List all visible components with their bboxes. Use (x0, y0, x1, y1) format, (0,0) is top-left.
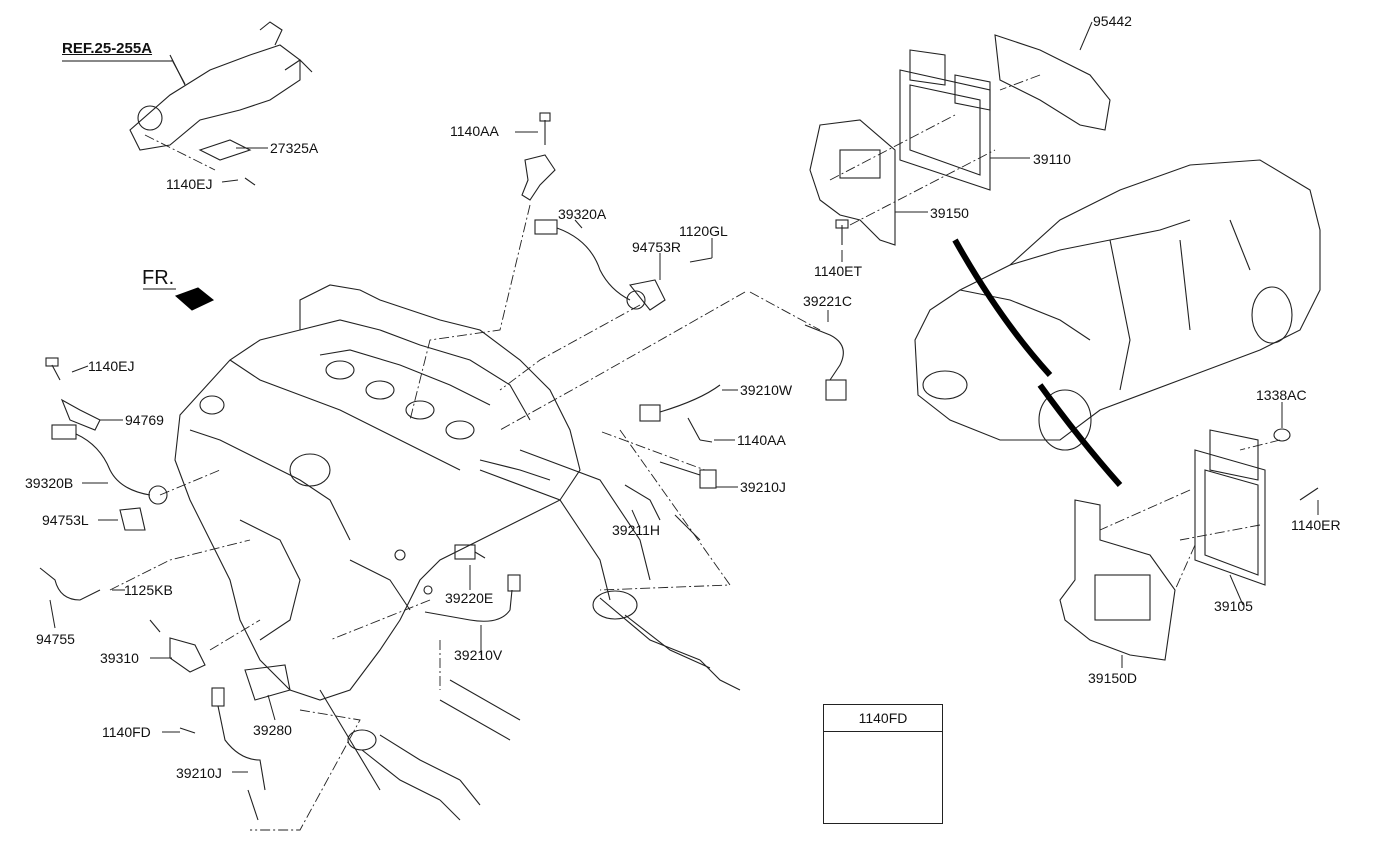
part-label-27325A: 27325A (270, 140, 319, 156)
vehicle-drawing (914, 159, 1321, 451)
leader-lines (49, 21, 1319, 773)
part-label-1120GL: 1120GL (679, 223, 728, 239)
part-label-39110: 39110 (1033, 151, 1071, 167)
part-label-1338AC: 1338AC (1256, 387, 1307, 403)
part-label-39280: 39280 (253, 722, 292, 738)
ecu-module-39105-drawing (1194, 429, 1266, 586)
part-label-39150D: 39150D (1088, 670, 1138, 686)
bracket-95442-drawing (994, 34, 1111, 131)
part-label-39210J-bottom: 39210J (176, 765, 222, 781)
part-label-1125KB: 1125KB (124, 582, 173, 598)
part-label-1140FD: 1140FD (102, 724, 151, 740)
ref-label: REF.25-255A (62, 40, 153, 57)
part-label-1140EJ-top: 1140EJ (166, 176, 213, 192)
part-label-1140AA-mid: 1140AA (737, 432, 786, 448)
part-label-95442: 95442 (1093, 13, 1132, 29)
engine-block-drawing (174, 284, 581, 701)
part-label-39150: 39150 (930, 205, 969, 221)
detail-inset-title: 1140FD (824, 705, 942, 732)
part-label-1140ET: 1140ET (814, 263, 862, 279)
part-label-94755: 94755 (36, 631, 75, 647)
bracket-39150-drawing (809, 119, 896, 246)
exhaust-drawing (319, 449, 741, 821)
part-label-94753L: 94753L (42, 512, 89, 528)
part-label-39320A: 39320A (558, 206, 607, 222)
part-label-39210V: 39210V (454, 647, 503, 663)
bracket-39150D-drawing (1059, 499, 1176, 661)
pointer-arrow-upper (952, 238, 1053, 378)
part-label-1140EJ-left: 1140EJ (88, 358, 135, 374)
part-label-1140AA-top: 1140AA (450, 123, 499, 139)
part-label-39320B: 39320B (25, 475, 74, 491)
part-label-94769: 94769 (125, 412, 164, 428)
part-label-39105: 39105 (1214, 598, 1253, 614)
guide-lines (109, 74, 1281, 831)
part-label-39220E: 39220E (445, 590, 494, 606)
part-label-1140ER: 1140ER (1291, 517, 1341, 533)
detail-inset-box: 1140FD (823, 704, 943, 824)
ecu-module-top (899, 49, 991, 191)
part-label-39210J-right: 39210J (740, 479, 786, 495)
part-label-94753R: 94753R (632, 239, 682, 255)
part-label-39210W: 39210W (740, 382, 793, 398)
part-label-39310: 39310 (100, 650, 139, 666)
pointer-arrow-lower (1037, 383, 1123, 487)
part-label-39211H: 39211H (612, 522, 661, 538)
sensor-parts-drawing (39, 112, 1319, 821)
front-label: FR. (142, 267, 175, 289)
part-label-39221C: 39221C (803, 293, 853, 309)
front-arrow-icon (174, 287, 215, 311)
